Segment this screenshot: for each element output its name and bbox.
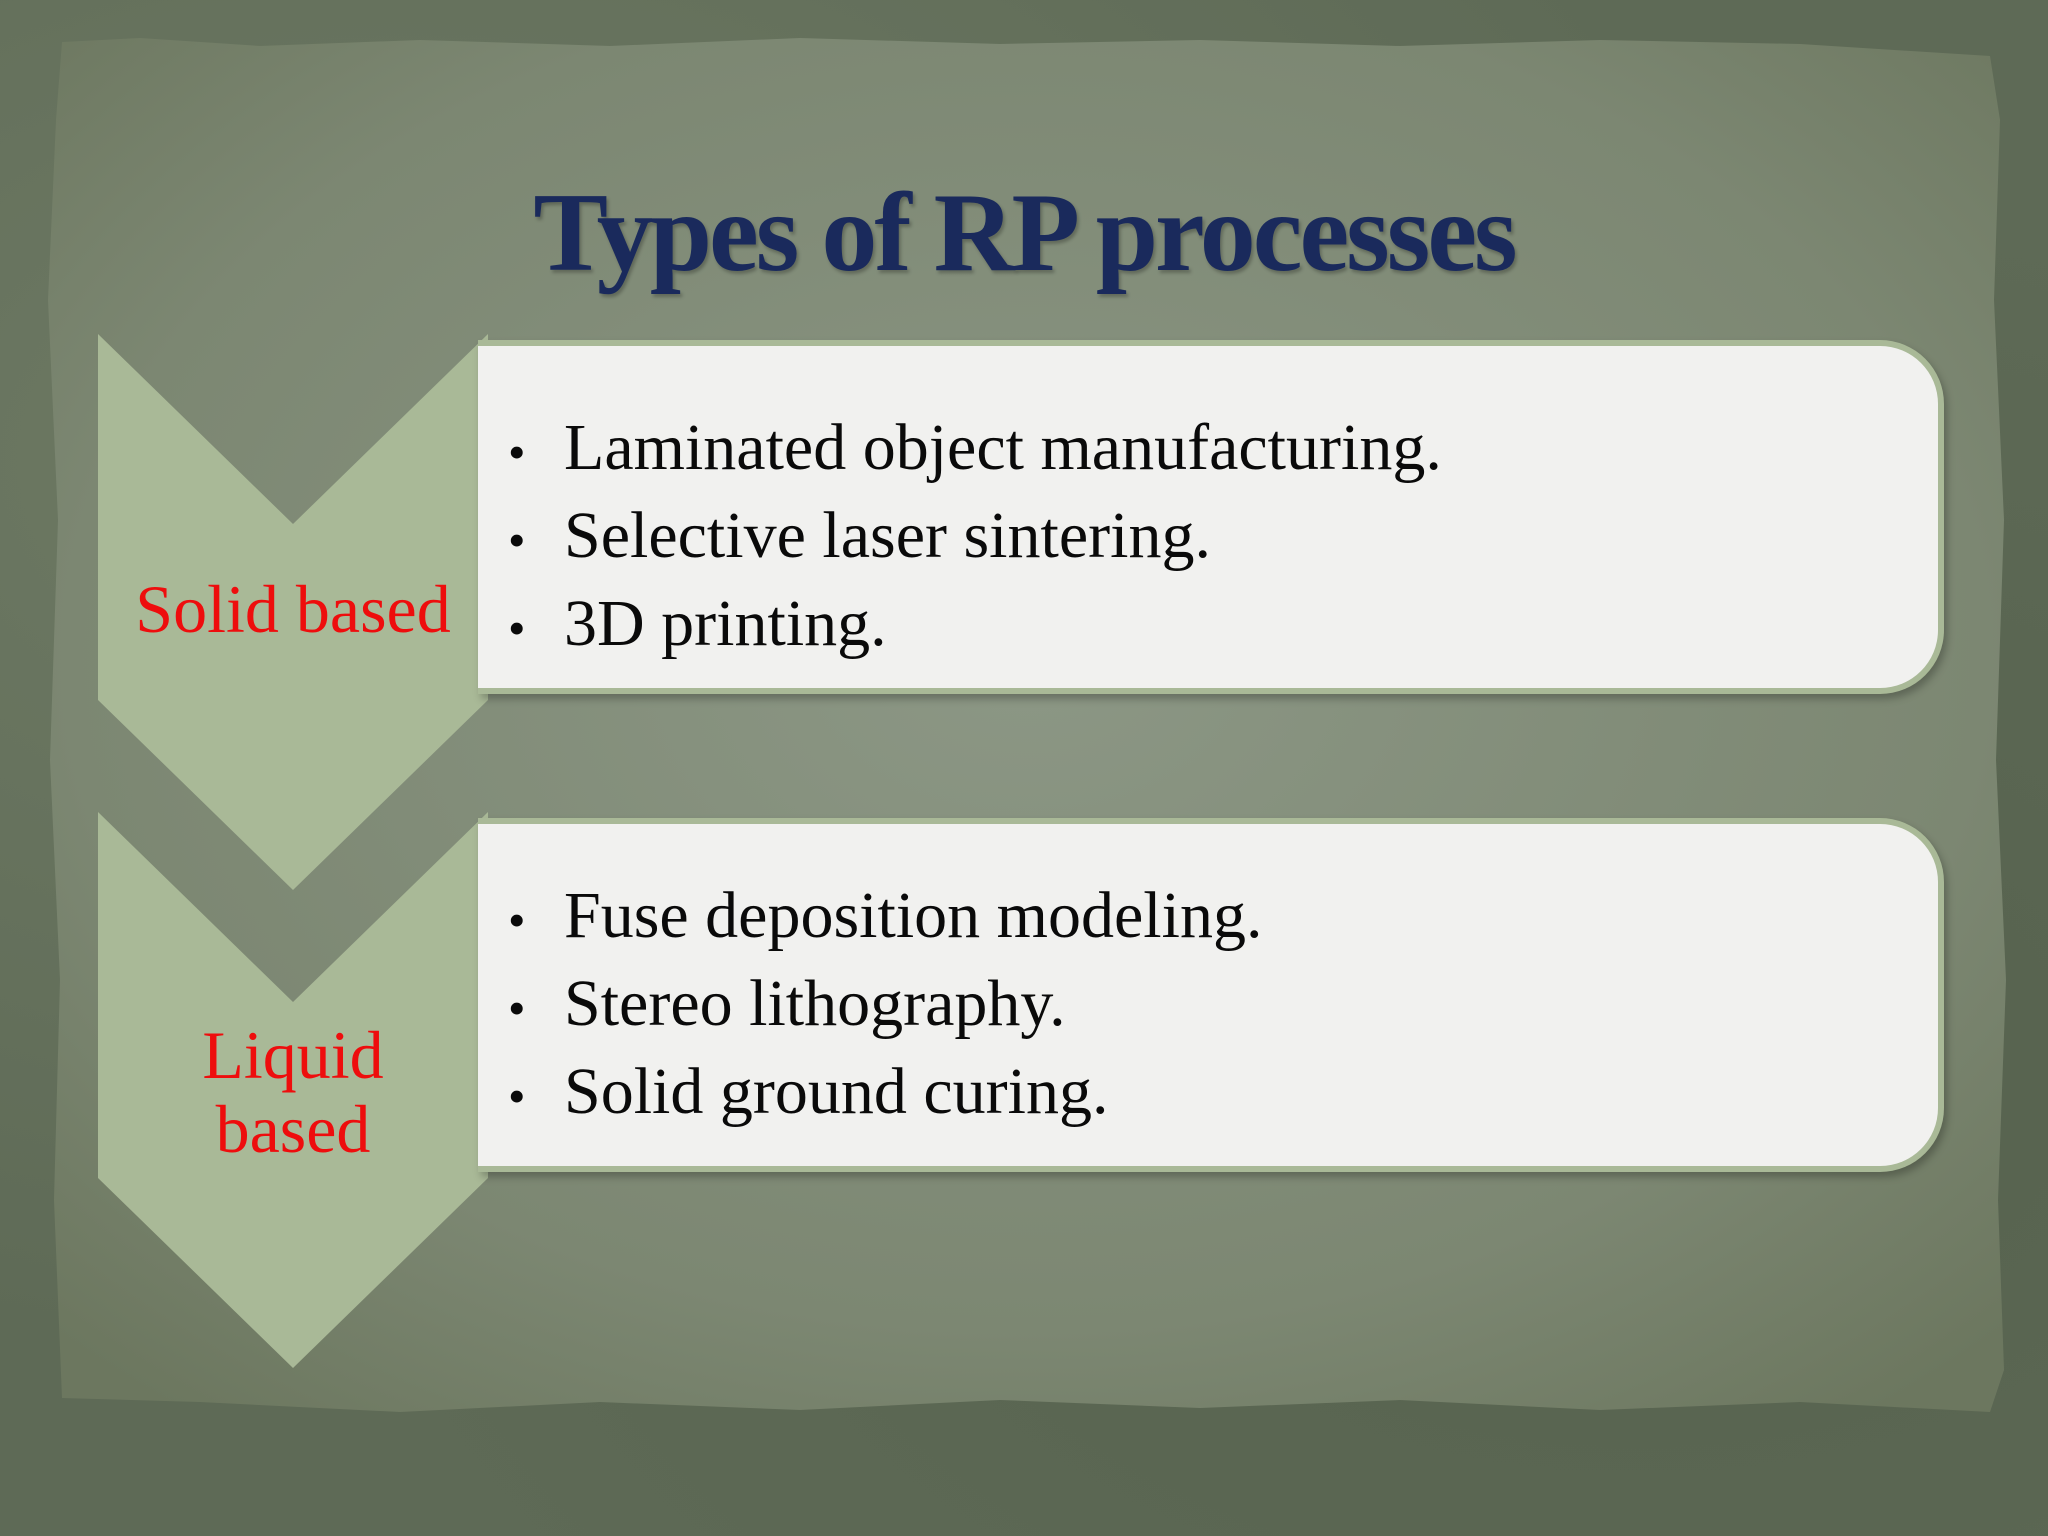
list-item: • Selective laser sintering. [508,494,1442,582]
bullet-icon: • [508,600,526,656]
list-item: • Solid ground curing. [508,1050,1262,1138]
bullet-icon: • [508,980,526,1036]
bullet-list: • Laminated object manufacturing. • Select… [508,406,1442,670]
list-item: • Fuse deposition modeling. [508,874,1262,962]
list-item: • Laminated object manufacturing. [508,406,1442,494]
slide-title: Types of RP processes [533,171,1517,295]
list-item-text: Laminated object manufacturing. [564,411,1442,484]
list-item-text: Selective laser sintering. [564,499,1211,572]
chevron-solid-based [98,334,488,894]
list-item-text: Fuse deposition modeling. [564,879,1263,952]
panel-liquid-based: • Fuse deposition modeling. • Stereo litho… [478,818,1944,1172]
chevron-shape [98,812,488,1368]
list-item-text: 3D printing. [564,587,887,660]
list-item-text: Stereo lithography. [564,967,1066,1040]
category-label-solid: Solid based [135,571,451,647]
category-label-liquid: Liquid based [98,1018,488,1166]
bullet-list: • Fuse deposition modeling. • Stereo litho… [508,874,1262,1138]
list-item-text: Solid ground curing. [564,1055,1109,1128]
bullet-icon: • [508,424,526,480]
chevron-liquid-based [98,812,488,1372]
bullet-icon: • [508,1068,526,1124]
category-label-liquid-text: Liquid based [202,1017,384,1167]
bullet-icon: • [508,512,526,568]
chevron-shape [98,334,488,890]
panel-solid-based: • Laminated object manufacturing. • Select… [478,340,1944,694]
bullet-icon: • [508,892,526,948]
list-item: • 3D printing. [508,582,1442,670]
list-item: • Stereo lithography. [508,962,1262,1050]
